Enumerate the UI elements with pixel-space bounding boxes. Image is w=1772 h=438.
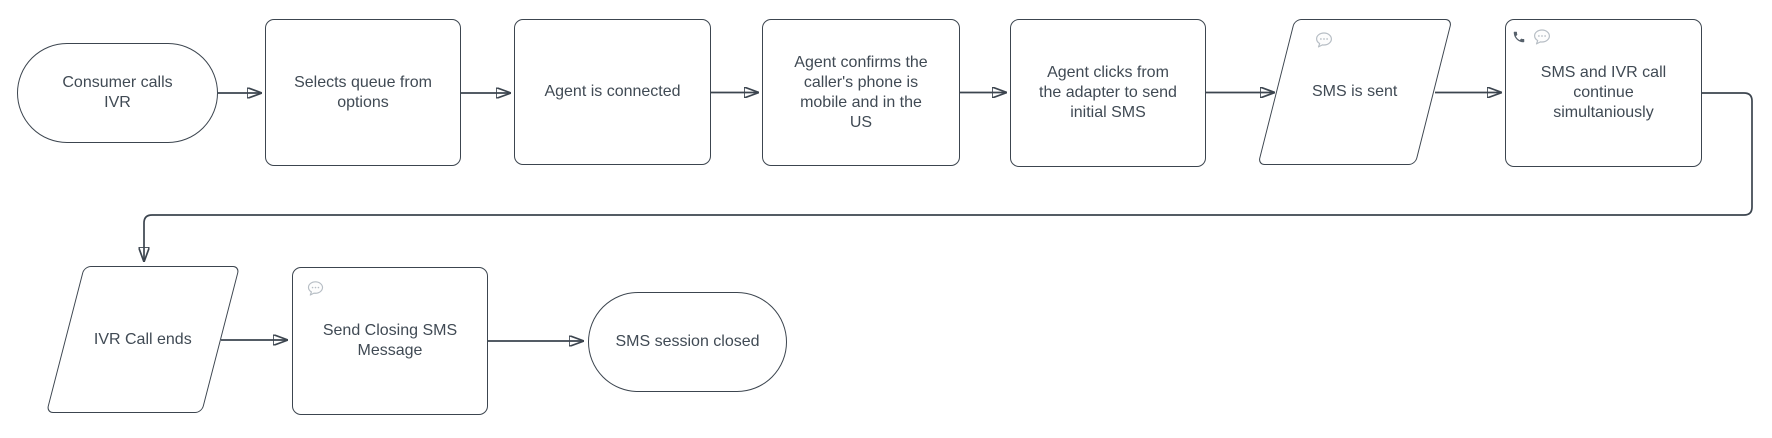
node-label: SMS is sent	[1312, 83, 1398, 100]
node-agent-connected: Agent is connected	[514, 19, 711, 165]
node-label: Consumer calls IVR	[62, 74, 173, 111]
node-label: Agent confirms the caller's phone is mob…	[794, 53, 928, 131]
node-label: Agent clicks from the adapter to send in…	[1039, 64, 1177, 121]
node-label: Selects queue from options	[294, 73, 432, 111]
node-label: SMS session closed	[615, 333, 760, 350]
node-sms-ivr-continue: SMS and IVR call continue simultaniously	[1505, 19, 1702, 167]
node-label: IVR Call ends	[94, 330, 192, 348]
node-sms-session-closed: SMS session closed	[588, 292, 787, 392]
connector-continue-to-ivr-call-ends	[144, 92, 1753, 262]
message-bubble-icon	[1534, 29, 1550, 45]
node-label: Agent is connected	[544, 83, 681, 100]
phone-icon	[1513, 31, 1525, 43]
node-send-closing-sms: Send Closing SMS Message	[292, 267, 488, 415]
node-label: SMS and IVR call continue simultaniously	[1540, 64, 1667, 121]
message-bubble-icon	[307, 281, 324, 296]
node-selects-queue: Selects queue from options	[265, 19, 461, 166]
node-consumer-calls-ivr: Consumer calls IVR	[17, 43, 218, 143]
node-agent-confirms-mobile: Agent confirms the caller's phone is mob…	[762, 19, 960, 166]
message-bubble-icon	[1316, 32, 1332, 48]
node-label: Send Closing SMS Message	[322, 322, 458, 359]
node-agent-sends-initial-sms: Agent clicks from the adapter to send in…	[1010, 19, 1206, 167]
